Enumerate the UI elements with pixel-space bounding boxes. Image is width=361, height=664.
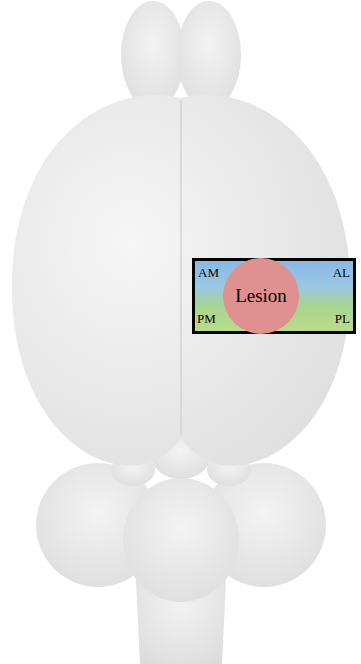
- lesion-label: Lesion: [235, 285, 287, 307]
- area-label: AM: [198, 266, 219, 279]
- area-label: PM: [197, 312, 216, 325]
- area-label: PL: [335, 312, 350, 325]
- area-label: AL: [333, 266, 350, 279]
- visual-area-region: AM AL PM PL Lesion: [192, 258, 356, 334]
- lesion-circle: Lesion: [223, 258, 299, 334]
